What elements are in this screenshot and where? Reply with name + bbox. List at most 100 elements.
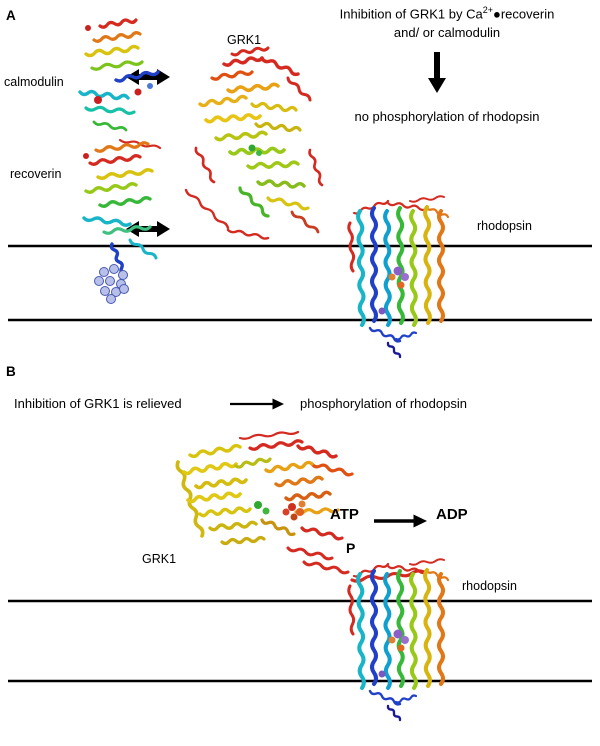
- helix-ribbon: [238, 186, 270, 218]
- sphere-atom: [83, 153, 89, 159]
- sphere-atom: [262, 507, 270, 515]
- helix-ribbon: [386, 704, 402, 722]
- helix-ribbon: [84, 105, 136, 115]
- helix-ribbon: [424, 568, 450, 582]
- sphere-atom: [105, 276, 115, 286]
- sphere-atom: [254, 501, 262, 509]
- panel-b-outcome: phosphorylation of rhodopsin: [300, 396, 467, 411]
- helix-ribbon: [214, 130, 268, 142]
- recoverin-label: recoverin: [10, 167, 62, 181]
- helix-ribbon: [386, 341, 402, 359]
- sphere-atom: [109, 264, 119, 274]
- helix-ribbon: [356, 209, 366, 327]
- membrane-panel-b: [8, 599, 592, 683]
- panel-a-label: A: [6, 8, 16, 23]
- helix-ribbon: [198, 94, 248, 108]
- helix-ribbon: [310, 462, 354, 477]
- helix-ribbon: [409, 572, 418, 690]
- helix-ribbon: [98, 18, 138, 29]
- sphere-atom: [290, 513, 298, 521]
- sphere-atom: [296, 508, 304, 516]
- helix-ribbon: [423, 568, 432, 688]
- heading-superscript: 2+: [482, 5, 493, 15]
- helix-ribbon: [370, 206, 378, 323]
- helix-ribbon: [296, 444, 338, 459]
- helix-ribbon: [437, 209, 445, 323]
- sphere-atom: [256, 150, 262, 156]
- heading-suffix: ●recoverin: [493, 6, 555, 22]
- sphere-atom: [248, 144, 256, 152]
- helix-ribbon: [90, 60, 144, 71]
- sphere-atom: [106, 294, 116, 304]
- helix-ribbon: [226, 82, 280, 94]
- helix-ribbon: [437, 572, 445, 686]
- helix-ribbon: [82, 216, 132, 227]
- helix-ribbon: [260, 56, 300, 77]
- grk1-label-b: GRK1: [142, 552, 177, 566]
- helix-ribbon: [184, 188, 230, 230]
- calmodulin-structure: [78, 18, 160, 132]
- helix-ribbon: [96, 168, 154, 180]
- helix-ribbon: [204, 113, 262, 124]
- helix-ribbon: [128, 238, 158, 260]
- membrane-panel-a: [8, 244, 592, 322]
- helix-ribbon: [248, 439, 304, 451]
- right-arrow-icon-atp-adp: [374, 514, 427, 528]
- helix-ribbon: [308, 148, 324, 187]
- sphere-atom: [94, 96, 102, 104]
- sphere-atom: [397, 281, 405, 289]
- sphere-atom: [393, 629, 403, 639]
- sphere-atom: [401, 636, 409, 644]
- helix-ribbon: [286, 76, 312, 102]
- helix-ribbon: [409, 558, 445, 566]
- helix-ribbon: [254, 121, 302, 133]
- grk1-structure-b: [175, 430, 426, 583]
- helix-ribbon: [423, 205, 432, 325]
- helix-ribbon: [210, 70, 254, 81]
- sphere-atom: [397, 644, 405, 652]
- rhodopsin-structure-a: [347, 195, 450, 359]
- helix-ribbon: [347, 584, 356, 636]
- helix-ribbon: [396, 206, 405, 325]
- helix-ribbon: [302, 560, 350, 575]
- rhodopsin-label-b: rhodopsin: [462, 579, 517, 593]
- helix-ribbon: [94, 141, 150, 153]
- panel-a-outcome: no phosphorylation of rhodopsin: [354, 109, 540, 124]
- helix-ribbon: [208, 520, 258, 532]
- helix-ribbon: [102, 225, 152, 235]
- right-arrow-icon-relieved: [230, 398, 284, 410]
- helix-ribbon: [394, 694, 418, 704]
- helix-ribbon: [109, 242, 126, 276]
- sphere-atom: [388, 273, 396, 281]
- helix-ribbon: [264, 460, 314, 474]
- helix-ribbon: [234, 457, 272, 469]
- sphere-atom: [388, 636, 396, 644]
- sphere-atom: [401, 273, 409, 281]
- sphere-atom: [393, 266, 403, 276]
- recoverin-structure: [82, 138, 162, 304]
- helix-ribbon: [98, 196, 152, 208]
- helix-ribbon: [226, 228, 270, 240]
- helix-ribbon: [260, 518, 296, 537]
- heading-prefix: Inhibition of GRK1 by Ca: [339, 6, 483, 22]
- helix-ribbon: [246, 160, 300, 170]
- helix-ribbon: [409, 195, 445, 203]
- phosphate-label: P: [346, 540, 356, 556]
- sphere-atom: [85, 25, 91, 31]
- helix-ribbon: [222, 56, 264, 67]
- sphere-atom: [288, 503, 296, 511]
- helix-ribbon: [383, 572, 392, 690]
- sphere-atom: [298, 500, 306, 508]
- sphere-atom: [100, 286, 110, 296]
- atp-label: ATP: [330, 506, 359, 523]
- helix-ribbon: [368, 689, 402, 706]
- helix-ribbon: [424, 205, 450, 219]
- helix-ribbon: [409, 209, 418, 327]
- helix-ribbon: [92, 31, 142, 43]
- sphere-atom: [118, 270, 128, 280]
- helix-ribbon: [256, 179, 306, 189]
- helix-ribbon: [194, 146, 216, 184]
- panel-b-label: B: [6, 364, 16, 379]
